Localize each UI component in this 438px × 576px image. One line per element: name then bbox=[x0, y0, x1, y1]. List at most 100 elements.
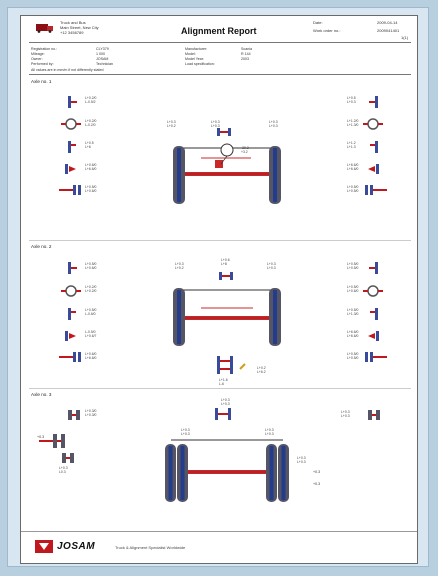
dual-wheel-icon bbox=[67, 409, 81, 421]
josam-logo-icon bbox=[35, 540, 53, 553]
axle-1-mid-value: -29.2 +3.2 bbox=[241, 146, 249, 154]
axle-3-top-value-3: L+0.3 L+0.3 bbox=[265, 428, 274, 436]
brand-name: JOSAM bbox=[57, 541, 96, 552]
setback-icon bbox=[365, 184, 387, 196]
setback-icon bbox=[59, 351, 81, 363]
axle-1-left-value-3: L+0.5 L+6 bbox=[85, 141, 94, 149]
company-phone: +12 3456789 bbox=[60, 30, 84, 35]
axle-3-side-single-1: +0.3 bbox=[313, 470, 321, 474]
header-divider bbox=[29, 42, 411, 43]
axle-3-left-marker: +0.3 bbox=[37, 435, 45, 439]
owner-label: Owner: bbox=[31, 57, 43, 61]
axle-1-left-value-1: L+0.2/0 L-0.5/2 bbox=[85, 96, 97, 104]
model-year-label: Model Year: bbox=[185, 57, 204, 61]
axle-2-left-value-2: L+0.2/0 L+0.2/0 bbox=[85, 285, 97, 293]
brand-tagline: Truck & Alignment Specialist Worldwide bbox=[115, 545, 186, 550]
page-number: 1(1) bbox=[401, 35, 409, 40]
report-footer: JOSAM Truck & Alignment Specialist World… bbox=[21, 531, 417, 563]
camber-icon bbox=[65, 95, 79, 109]
thrust-icon bbox=[217, 356, 233, 374]
axle-1-label: Axle no. 1 bbox=[31, 79, 52, 84]
toe-icon bbox=[61, 117, 81, 131]
dual-wheel-icon bbox=[61, 452, 75, 464]
dual-wheel-icon bbox=[367, 409, 381, 421]
units-note: All values are in mm/m if not differentl… bbox=[31, 68, 104, 72]
caster-icon bbox=[65, 140, 79, 154]
axle-1-right-value-5: L+0.5/0 L+0.5/0 bbox=[347, 185, 359, 193]
axle-2-left-value-4: L-0.5/0 L+0.6/7 bbox=[85, 330, 97, 338]
axle-3-side-single-2: +0.3 bbox=[313, 482, 321, 486]
toe-icon bbox=[363, 117, 383, 131]
axle-2-top-value-1: L+0.3 L+0.2 bbox=[175, 262, 184, 270]
camber-icon bbox=[367, 95, 381, 109]
axle-2-right-value-2: L+0.5/0 L+0.6/0 bbox=[347, 285, 359, 293]
axle-1-right-value-3: L+1.2 L+1.3 bbox=[347, 141, 356, 149]
thrust-icon bbox=[217, 128, 231, 136]
axle-1-diagram bbox=[161, 138, 293, 212]
axle-2-label: Axle no. 2 bbox=[31, 244, 52, 249]
axle-2-left-value-1: L+0.5/0 L+0.6/0 bbox=[85, 262, 97, 270]
date-label: Date: bbox=[313, 20, 323, 25]
wrench-icon bbox=[239, 362, 247, 370]
manufacturer-value: Scania bbox=[241, 47, 252, 51]
axle-2-bottom-value-2: L+0.2 L+6.2 bbox=[257, 366, 266, 374]
axle-3-top-value-2: L+0.3 L+0.3 bbox=[181, 428, 190, 436]
reg-value: CLY379 bbox=[96, 47, 109, 51]
report-title: Alignment Report bbox=[181, 26, 257, 36]
owner-value: JOSAM bbox=[96, 57, 109, 61]
axle-2-divider bbox=[29, 240, 411, 241]
model-year-value: 2003 bbox=[241, 57, 249, 61]
axle-2-left-value-5: L+0.6/0 L+6.6/0 bbox=[85, 352, 97, 360]
performed-by-value: Technician bbox=[96, 62, 113, 66]
axle-1-top-value-2: L+0.3 L+0.3 bbox=[211, 120, 220, 128]
axle-3-left-value-2: L+0.3 L0.3 bbox=[59, 466, 68, 474]
axle-1-right-value-2: L+1.2/0 L+1.3/0 bbox=[347, 119, 359, 127]
info-divider bbox=[29, 74, 411, 75]
caster-icon bbox=[367, 307, 381, 321]
axle-1-right-value-1: L+0.5 L+0.3 bbox=[347, 96, 356, 104]
thrust-icon bbox=[219, 272, 233, 280]
axle-2-left-value-3: L+0.5/0 L-0.6/0 bbox=[85, 308, 97, 316]
axle-2-right-value-1: L+0.5/0 L+0.5/0 bbox=[347, 262, 359, 270]
axle-1-left-value-5: L+0.5/0 L+0.6/0 bbox=[85, 185, 97, 193]
date-value: 2009-04-14 bbox=[377, 20, 398, 25]
model-value: R 144 bbox=[241, 52, 251, 56]
axle-2-right-value-3: L+0.5/0 L+1.3/0 bbox=[347, 308, 359, 316]
mileage-value: 1 000 bbox=[96, 52, 105, 56]
axle-1-top-value-3: L+0.3 L+0.3 bbox=[269, 120, 278, 128]
company-address: Main Street, New City bbox=[60, 25, 99, 30]
toe-icon bbox=[61, 284, 81, 298]
axle-3-label: Axle no. 3 bbox=[31, 392, 52, 397]
reg-label: Registration no.: bbox=[31, 47, 58, 51]
setback-icon bbox=[39, 432, 69, 450]
caster-icon bbox=[367, 140, 381, 154]
axle-1-right-value-4: L+6.6/0 L+6.6/0 bbox=[347, 163, 359, 171]
toe-icon bbox=[363, 284, 383, 298]
setback-icon bbox=[59, 184, 81, 196]
performed-by-label: Performed by: bbox=[31, 62, 54, 66]
axle-2-right-value-5: L+0.5/0 L+0.5/0 bbox=[347, 352, 359, 360]
thrust-icon bbox=[215, 408, 231, 420]
axle-2-diagram bbox=[161, 286, 293, 352]
kingpin-icon bbox=[63, 329, 79, 343]
report-page: Truck and Bus Main Street, New City +12 … bbox=[20, 15, 418, 564]
axle-1-left-value-2: L+0.2/0 L-0.2/0 bbox=[85, 119, 97, 127]
axle-3-side-value-1: L+0.3 L+0.3 bbox=[297, 456, 306, 464]
work-order-value: 2009041401 bbox=[377, 28, 400, 33]
axle-2-bottom-value-1: L+1.6 L-6 bbox=[219, 378, 228, 386]
axle-1-top-value-1: L+0.3 L+0.2 bbox=[167, 120, 176, 128]
kingpin-icon bbox=[365, 162, 381, 176]
camber-icon bbox=[367, 261, 381, 275]
kingpin-icon bbox=[365, 329, 381, 343]
axle-1-left-value-4: L+0.6/0 L+6.6/0 bbox=[85, 163, 97, 171]
work-order-label: Work order no.: bbox=[313, 28, 341, 33]
axle-2-top-value-3: L+0.3 L+0.3 bbox=[267, 262, 276, 270]
kingpin-icon bbox=[63, 162, 79, 176]
company-name: Truck and Bus bbox=[60, 20, 86, 25]
caster-icon bbox=[65, 307, 79, 321]
axle-2-right-value-4: L+6.6/0 L+6.6/0 bbox=[347, 330, 359, 338]
axle-3-right-value-1: L+0.3 L+0.3 bbox=[341, 410, 350, 418]
company-logo-icon bbox=[35, 22, 55, 33]
setback-icon bbox=[365, 351, 387, 363]
load-spec-label: Load specification: bbox=[185, 62, 215, 66]
